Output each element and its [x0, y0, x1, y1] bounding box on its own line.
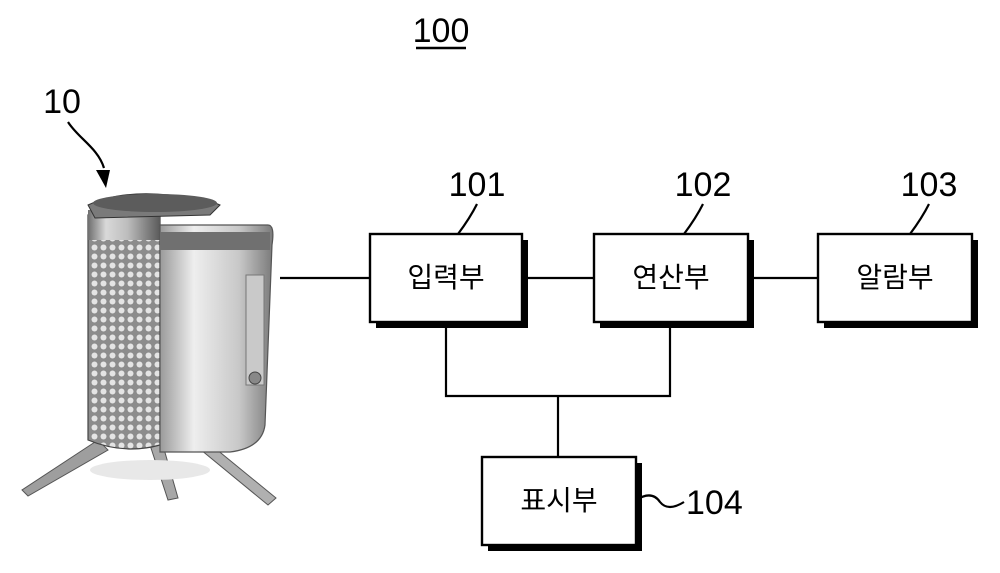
stove-illustration — [22, 194, 276, 505]
input-block-ref: 101 — [449, 166, 506, 204]
compute-block-label: 연산부 — [632, 261, 709, 294]
display-block-label: 표시부 — [520, 484, 597, 517]
device-label: 10 — [43, 83, 81, 121]
input-block-leader — [458, 204, 477, 234]
compute-block-ref: 102 — [675, 166, 732, 204]
device-pointer-arrow — [68, 122, 104, 168]
connector-bus-display — [446, 323, 670, 396]
alarm-block-label: 알람부 — [856, 261, 933, 294]
figure-label: 100 — [413, 12, 470, 50]
display-block-leader — [636, 495, 684, 507]
alarm-block-leader — [910, 204, 929, 234]
device-pointer-arrowhead — [96, 170, 110, 188]
alarm-block-ref: 103 — [901, 166, 958, 204]
display-block-ref: 104 — [686, 484, 743, 522]
compute-block-leader — [684, 204, 703, 234]
input-block-label: 입력부 — [407, 261, 484, 294]
